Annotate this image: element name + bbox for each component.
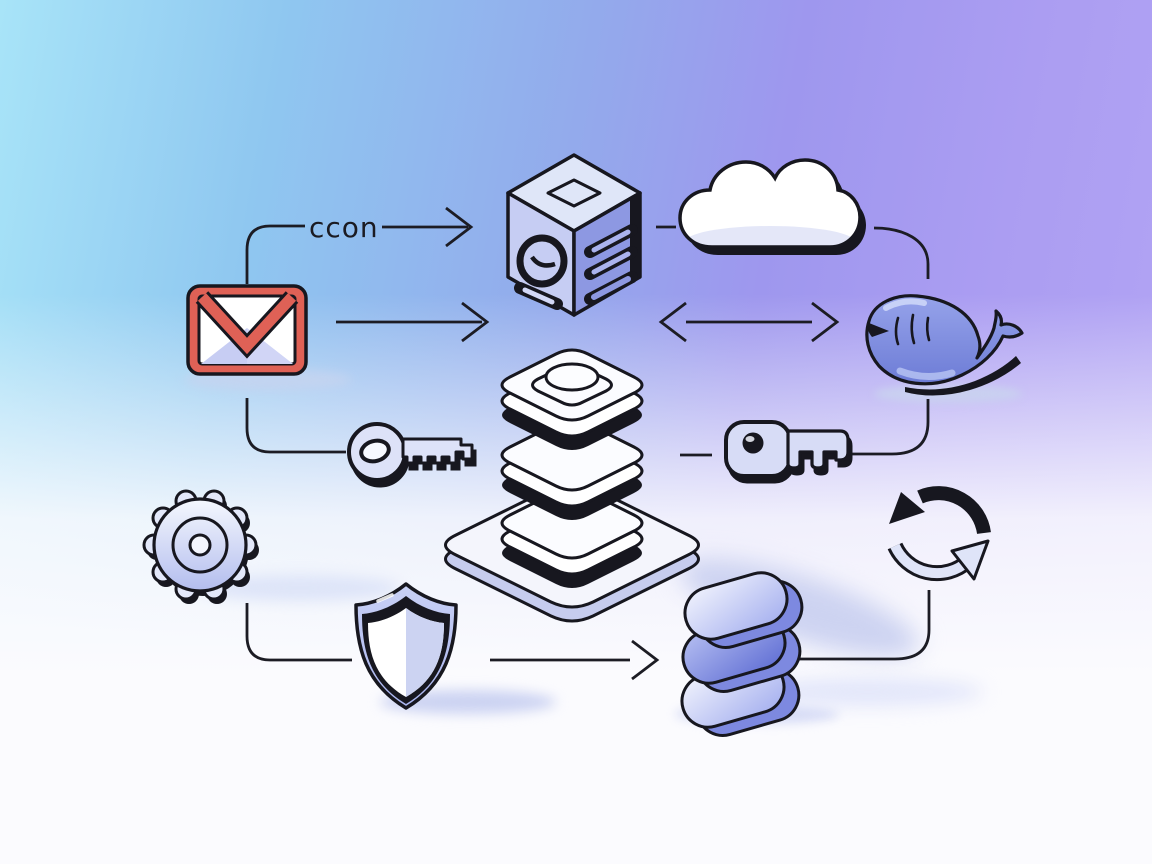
whale-gill-1 [894,316,900,346]
gear-icon [142,489,259,604]
cube-list-bar-3-inner [591,276,631,300]
cube-side-strip [630,193,640,283]
key-left-shaft [401,437,474,465]
whale-gill-3 [925,316,931,342]
whale-mouth [868,323,889,337]
sync-bottom-arrowhead [950,539,990,581]
gmail-icon [186,284,308,376]
coil-1-face [683,571,789,641]
cube-circle-glyph [516,234,568,288]
arrowhead-right-icon [811,301,840,343]
shield-face-right [406,608,444,697]
cube-circle-hook [530,255,556,268]
whale-gill-2 [910,313,916,345]
cube-bar-glyph-inner [522,287,555,305]
cube-top-glyph [546,178,602,208]
arrowhead-right-icon [445,206,474,248]
key-right-hole [742,432,764,454]
gear-hub [188,533,212,557]
whale-body [865,294,1024,386]
key-right-hole-highlight [745,436,755,442]
sync-top-arc [917,486,991,535]
connector-label-text: ccon [309,211,379,244]
sync-bottom-arc [890,543,971,579]
connector-coils-to-sync [795,590,931,661]
gear-inner-ring [171,516,229,574]
gmail-m [197,293,297,355]
whale-icon [865,294,1024,396]
connector-key-to-whale [850,399,930,456]
key-icon-left [347,422,477,488]
coil-streak-shadow [753,678,983,706]
connector-gear-to-shield [245,603,352,662]
key-right-shaft [786,429,850,470]
shield-icon [354,582,458,710]
shield-sparkle [376,593,394,603]
sync-top-arrowhead [889,492,925,524]
key-left-hole [359,438,391,464]
whale-belly-highlight [896,367,956,380]
connector-gmail-to-label [245,224,305,284]
coil-1 [683,571,804,649]
stacked-coils-icon [680,571,804,737]
cloud-icon [678,158,866,255]
slab-top-ellipse [544,362,600,392]
isometric-cube-app-icon [506,153,642,317]
cube-list-bar-2-inner [591,251,631,275]
whale-hard-shadow [905,356,1021,396]
cloud-bottom-shading [685,226,855,247]
key-icon-right [724,420,853,484]
gear-shadow [200,575,400,601]
connector-lines [245,206,931,681]
whale-highlight [883,298,927,311]
sync-arrows-icon [887,486,991,582]
arrowhead-right-icon [631,639,660,681]
arrowhead-left-icon [658,301,687,343]
database-stack-icon [444,348,700,623]
cube-list-bar-1-inner [591,229,631,253]
connector-cloud-to-whale [873,226,930,279]
connector-gmail-to-key [245,398,346,454]
arrowhead-right-icon [461,301,490,343]
